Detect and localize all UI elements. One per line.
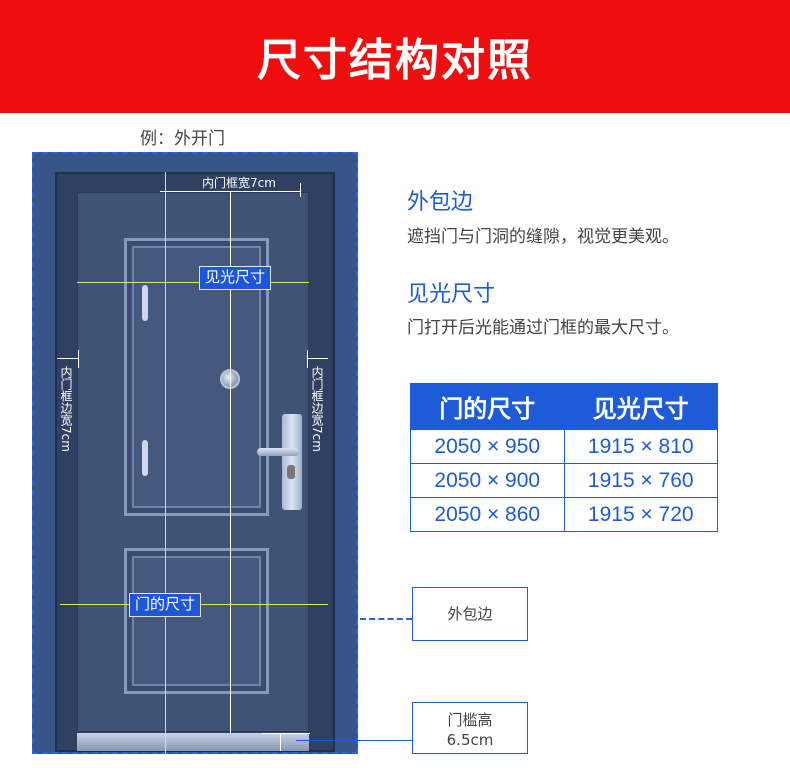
lower-panel [124, 548, 269, 694]
clear-opening-tag: 见光尺寸 [199, 266, 272, 290]
table-cell: 1915 × 810 [563, 429, 718, 464]
table-cell: 1915 × 760 [563, 463, 718, 498]
table-header: 见光尺寸 [563, 383, 718, 430]
table-cell: 2050 × 950 [410, 429, 565, 464]
left-side-line [57, 358, 78, 359]
inner-frame-width-label: 内门框宽7cm [202, 176, 276, 190]
size-table: 门的尺寸 见光尺寸 2050 × 950 1915 × 810 2050 × 9… [410, 383, 718, 532]
outer-trim-highlight [32, 152, 358, 754]
header-banner: 尺寸结构对照 [0, 0, 790, 113]
table-row: 2050 × 900 1915 × 760 [410, 463, 718, 498]
clear-height-line [230, 192, 231, 733]
trim-callout-line [360, 618, 412, 620]
threshold [77, 733, 309, 751]
hinge-icon [142, 440, 148, 476]
inner-frame-width-tick [300, 183, 301, 197]
door-height-line [165, 172, 166, 754]
section-desc-trim: 遮挡门与门洞的缝隙，视觉更美观。 [407, 227, 679, 247]
section-title-trim: 外包边 [407, 190, 474, 215]
section-title-clear: 见光尺寸 [407, 282, 496, 307]
left-side-tick [78, 350, 79, 368]
threshold-callout-value: 6.5cm [446, 731, 494, 749]
threshold-callout-line [296, 740, 412, 741]
table-row: 2050 × 950 1915 × 810 [410, 429, 718, 464]
right-side-line [307, 358, 328, 359]
trim-callout-box: 外包边 [412, 587, 528, 641]
threshold-top-line [262, 733, 310, 734]
table-cell: 2050 × 900 [410, 463, 565, 498]
example-label: 例：外开门 [140, 129, 225, 149]
hinge-icon [142, 285, 148, 321]
lock-plate-icon [282, 414, 302, 510]
handle-icon [257, 448, 299, 456]
clear-width-line [77, 282, 309, 283]
right-side-tick [307, 350, 308, 368]
section-desc-clear: 门打开后光能通过门框的最大尺寸。 [407, 318, 679, 338]
table-cell: 2050 × 860 [410, 497, 565, 532]
left-frame-side-label: 内门框边宽7cm [59, 366, 73, 452]
threshold-callout-box: 门槛高 6.5cm [412, 702, 528, 754]
threshold-height-line [280, 733, 281, 751]
table-header: 门的尺寸 [410, 383, 565, 430]
table-row: 2050 × 860 1915 × 720 [410, 497, 718, 532]
keyhole-icon [287, 465, 295, 479]
table-cell: 1915 × 720 [563, 497, 718, 532]
right-frame-side-label: 内门框边宽7cm [310, 366, 324, 452]
threshold-callout-label: 门槛高 [447, 711, 493, 729]
door-size-tag: 门的尺寸 [129, 593, 202, 617]
inner-frame-width-line [160, 191, 300, 192]
page-title: 尺寸结构对照 [257, 35, 533, 86]
